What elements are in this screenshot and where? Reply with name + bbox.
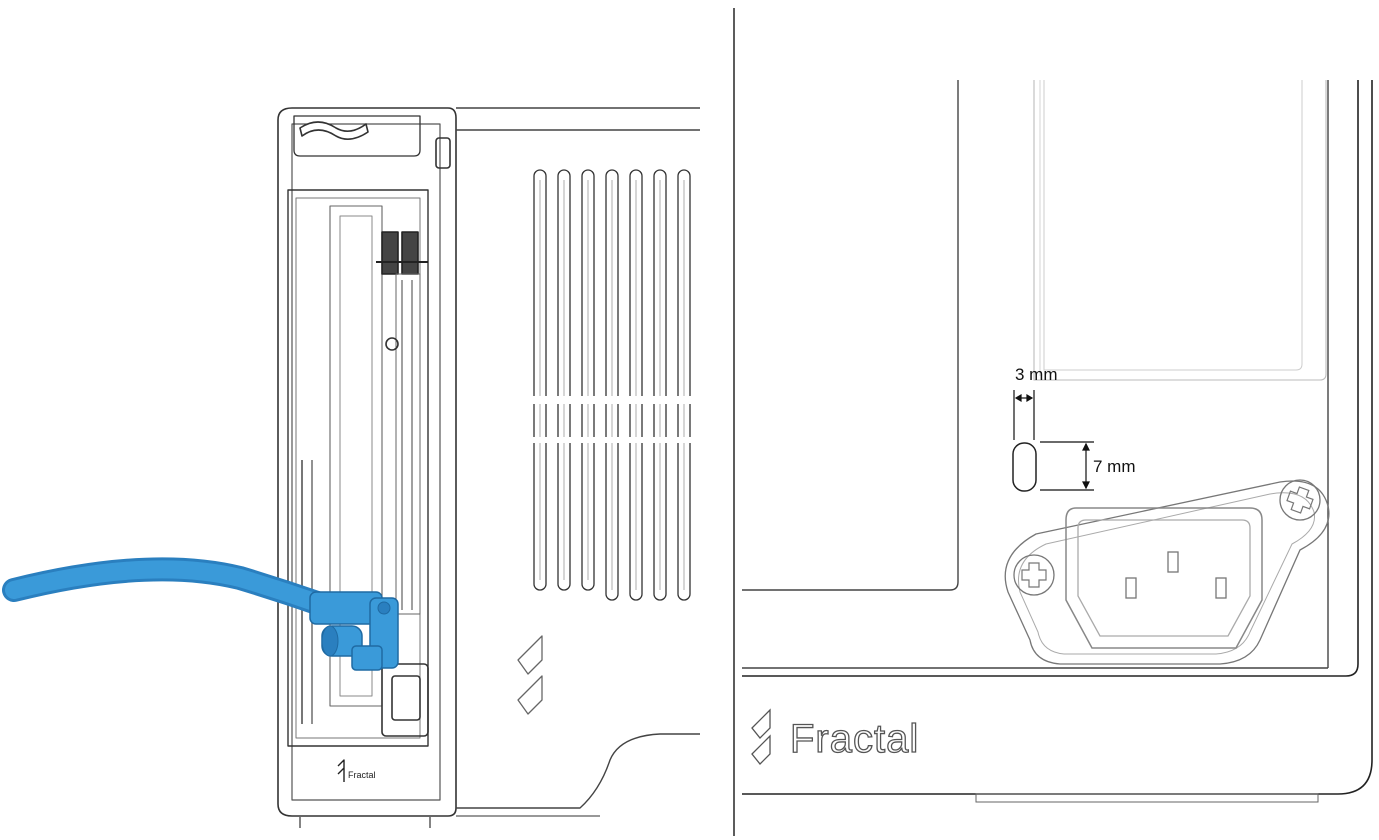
side-fractal-logo-icon — [517, 635, 543, 715]
screw-icon — [1013, 554, 1055, 596]
case-opening — [287, 189, 429, 747]
power-cable — [2, 557, 399, 671]
vent-slots — [530, 169, 696, 601]
upper-plate — [1033, 80, 1327, 381]
inner-panel-outline — [742, 80, 959, 591]
top-handle — [293, 115, 421, 157]
case-side-panel — [456, 107, 700, 809]
case-front-panel — [277, 107, 457, 817]
right-panel-rear-detail — [742, 80, 1373, 803]
left-panel-case-illustration: Fractal — [277, 107, 700, 828]
iec-power-socket-icon — [1065, 507, 1263, 649]
dimension-width-label: 3 mm — [1015, 365, 1058, 384]
fractal-logo-icon — [751, 708, 771, 765]
fractal-logo-icon — [337, 759, 345, 782]
dimension-width — [1013, 390, 1035, 440]
brand-wordmark: Fractal — [790, 717, 919, 761]
brand-small-label: Fractal — [348, 770, 376, 780]
rear-body-outline — [742, 80, 1373, 795]
screw-icon — [1279, 479, 1321, 521]
mounting-slot — [1012, 442, 1037, 492]
dimension-height-label: 7 mm — [1093, 457, 1136, 476]
power-socket-assembly — [1004, 479, 1330, 665]
dimension-height — [1040, 441, 1094, 491]
